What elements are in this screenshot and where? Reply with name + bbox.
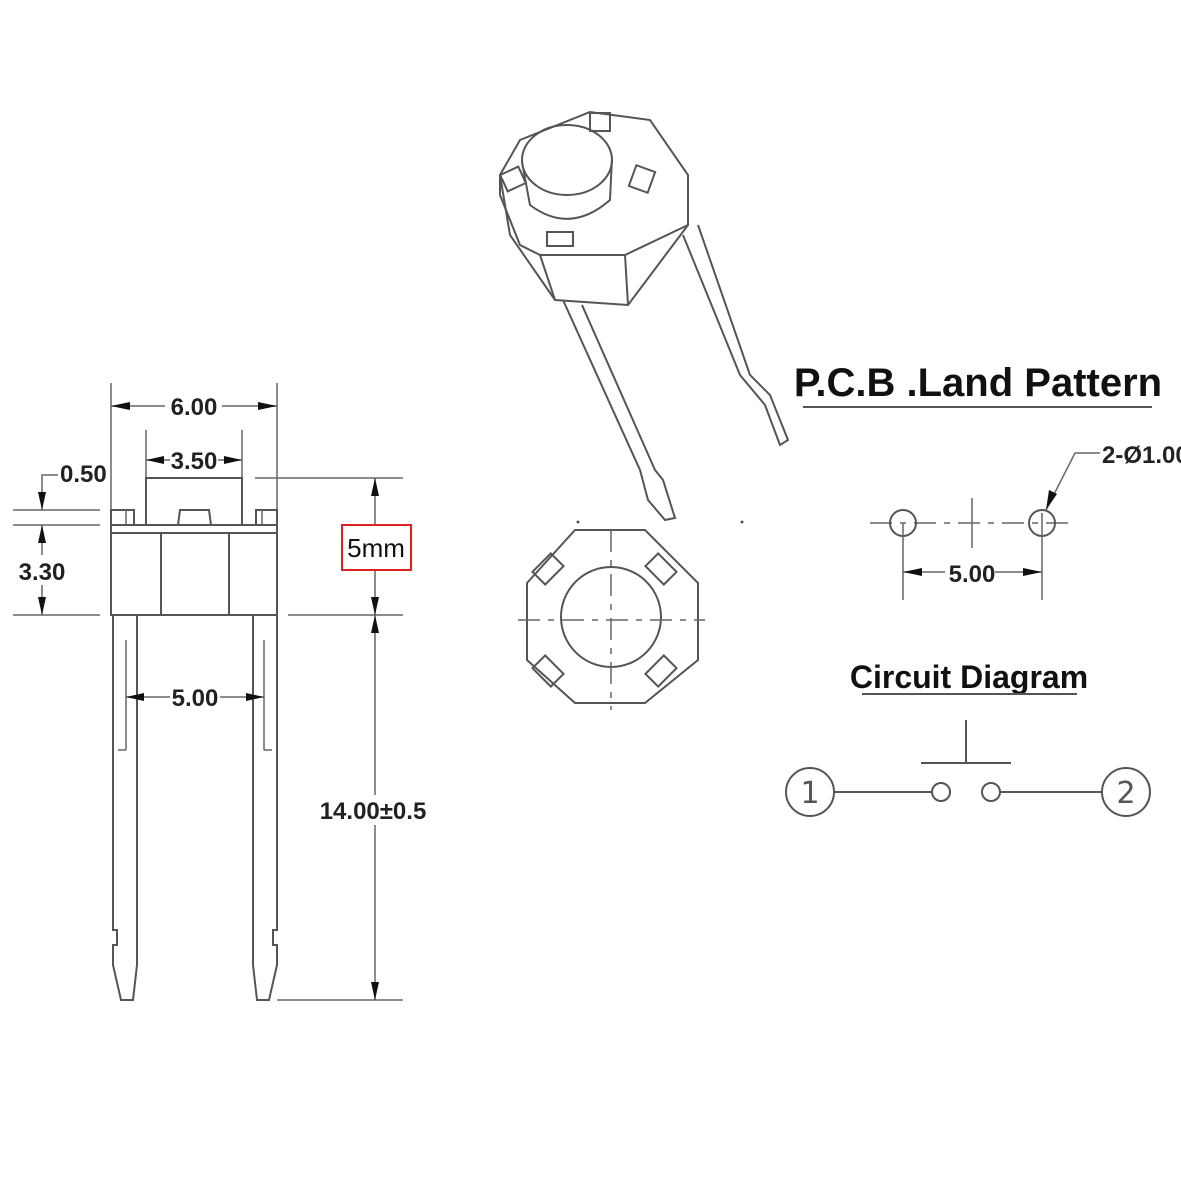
actuator-dimension: 3.50 — [145, 430, 243, 478]
tab-dimension: 0.50 — [38, 461, 107, 510]
circuit-title: Circuit Diagram — [850, 659, 1088, 695]
actuator-dim-label: 3.50 — [171, 448, 218, 475]
top-view — [518, 529, 705, 710]
body-height-dim-label: 3.30 — [19, 559, 66, 586]
terminal-2 — [1101, 767, 1151, 817]
terminal-2-label: 2 — [1116, 776, 1135, 811]
circuit-diagram: Circuit Diagram 1 2 — [785, 659, 1151, 817]
pcb-land-pattern: P.C.B .Land Pattern 5.00 2-Ø1.00 — [794, 361, 1181, 600]
tab-dim-label: 0.50 — [60, 461, 107, 488]
height-callout-label: 5mm — [347, 533, 405, 563]
pcb-pitch-dim-label: 5.00 — [949, 561, 996, 588]
left-pin — [112, 615, 138, 1001]
pin-pitch-dim-label: 5.00 — [172, 685, 219, 712]
switch-body — [110, 524, 278, 616]
pin-length-dim-label: 14.00±0.5 — [320, 798, 427, 825]
actuator-outline — [145, 477, 243, 525]
body-height-dimension: 3.30 — [19, 525, 66, 615]
isometric-view — [498, 110, 790, 524]
right-pin — [252, 615, 278, 1001]
pin-pitch-dimension: 5.00 — [126, 685, 264, 712]
hole-dim-label: 2-Ø1.00 — [1102, 442, 1181, 469]
side-view: 6.00 3.50 0.50 — [13, 383, 427, 1001]
pcb-title: P.C.B .Land Pattern — [794, 361, 1162, 405]
width-dimension: 6.00 — [111, 394, 277, 421]
width-dim-label: 6.00 — [171, 394, 218, 421]
height-callout: 5mm — [341, 524, 412, 571]
terminal-1-label: 1 — [800, 776, 819, 811]
